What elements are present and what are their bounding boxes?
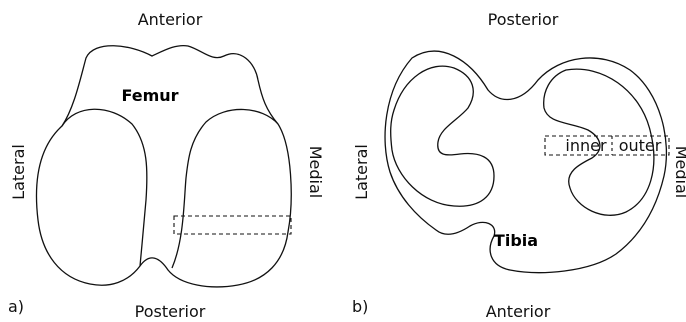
lateral-condyle — [62, 109, 147, 266]
outer-label: outer — [619, 136, 662, 155]
inner-label: inner — [565, 136, 607, 155]
panel-b-tag: b) — [352, 297, 368, 316]
panel-a-top-label: Anterior — [138, 10, 203, 29]
tibia-label: Tibia — [494, 231, 538, 250]
panel-a-right-label: Medial — [306, 146, 325, 199]
medial-condyle — [172, 109, 278, 268]
panel-b-top-label: Posterior — [488, 10, 559, 29]
panel-a-left-label: Lateral — [9, 144, 28, 200]
panel-b: Posterior Anterior Lateral Medial b) Tib… — [352, 10, 686, 321]
panel-a-tag: a) — [8, 297, 24, 316]
panel-a: Anterior Posterior Lateral Medial a) Fem… — [8, 10, 325, 321]
lateral-plateau — [391, 66, 494, 206]
femur-outline — [36, 46, 291, 287]
panel-b-bottom-label: Anterior — [486, 302, 551, 321]
femur-roi-box — [174, 216, 291, 234]
panel-b-right-label: Medial — [672, 146, 686, 199]
femur-label: Femur — [121, 86, 178, 105]
panel-a-bottom-label: Posterior — [135, 302, 206, 321]
panel-b-left-label: Lateral — [352, 144, 371, 200]
